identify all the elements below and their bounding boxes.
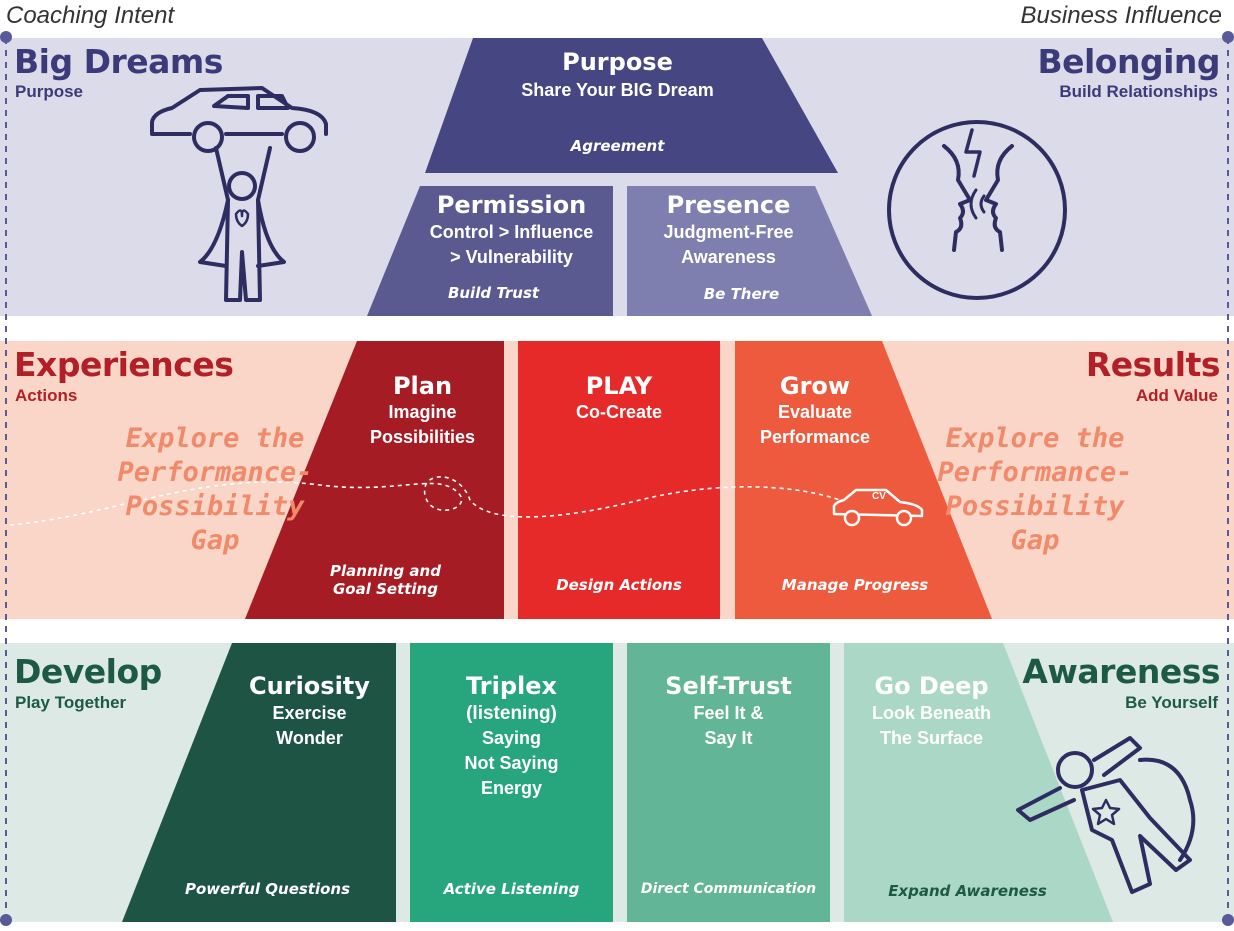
belonging-sub: Build Relationships [1059, 82, 1218, 101]
triplex-title: Triplex [466, 672, 557, 700]
grow-foot: Manage Progress [781, 576, 929, 594]
belonging-title: Belonging [1037, 42, 1220, 81]
gap-text-left: Explore the Performance- Possibility Gap [117, 423, 313, 556]
big-dreams-title: Big Dreams [14, 42, 223, 81]
permission-block [367, 186, 613, 316]
develop-title: Develop [14, 652, 162, 691]
grow-text: Evaluate Performance [759, 402, 871, 447]
plan-title: Plan [392, 372, 453, 400]
self-trust-text: Feel It & Say It [693, 703, 764, 748]
go-deep-title: Go Deep [874, 672, 989, 700]
permission-foot: Build Trust [447, 284, 540, 302]
experiences-sub: Actions [15, 386, 78, 405]
self-trust-title: Self-Trust [665, 672, 792, 700]
triplex-subtitle: (listening) [466, 703, 557, 724]
corner-dot-bottom-right [1222, 914, 1234, 926]
car-cv-icon [832, 488, 924, 527]
awareness-title: Awareness [1022, 652, 1220, 691]
presence-foot: Be There [703, 285, 780, 303]
performance-path [9, 476, 841, 526]
corner-dot-top-left [0, 31, 12, 43]
big-dreams-sub: Purpose [15, 82, 84, 101]
presence-text: Judgment-Free Awareness [663, 222, 794, 267]
experiences-title: Experiences [14, 345, 234, 384]
curiosity-title: Curiosity [249, 672, 370, 700]
coaching-intent-label: Coaching Intent [6, 2, 175, 29]
gap-text-right: Explore the Performance- Possibility Gap [937, 423, 1133, 556]
car-label: CV [872, 491, 886, 502]
curiosity-block [122, 643, 396, 922]
business-influence-label: Business Influence [1020, 2, 1222, 29]
curiosity-text: Exercise Wonder [272, 703, 347, 748]
awareness-sub: Be Yourself [1125, 693, 1218, 712]
play-block [518, 341, 720, 619]
purpose-text: Share Your BIG Dream [521, 80, 714, 100]
play-text: Co-Create [575, 402, 663, 422]
self-trust-block [627, 643, 830, 922]
permission-title: Permission [436, 191, 587, 219]
purpose-block [425, 38, 838, 173]
purpose-foot: Agreement [570, 137, 665, 155]
play-title: PLAY [585, 372, 653, 400]
play-foot: Design Actions [556, 576, 682, 594]
plan-block [245, 341, 504, 619]
plan-text: Imagine Possibilities [369, 402, 476, 447]
permission-text: Control > Influence > Vulnerability [429, 222, 594, 267]
triplex-text: Saying Not Saying Energy [464, 728, 559, 798]
self-trust-foot: Direct Communication [640, 881, 817, 897]
flying-superhero-icon [1016, 736, 1196, 894]
go-deep-block [844, 643, 1113, 922]
go-deep-text: Look Beneath The Surface [871, 703, 991, 748]
results-sub: Add Value [1135, 386, 1218, 405]
grow-title: Grow [779, 372, 851, 400]
go-deep-foot: Expand Awareness [888, 882, 1047, 900]
triplex-foot: Active Listening [443, 880, 580, 898]
triplex-block [410, 643, 613, 922]
develop-sub: Play Together [15, 693, 127, 712]
presence-title: Presence [666, 191, 791, 219]
results-title: Results [1085, 345, 1221, 384]
presence-block [627, 186, 872, 316]
grow-block [735, 341, 992, 619]
plan-foot: Planning and Goal Setting [330, 562, 441, 598]
purpose-title: Purpose [562, 48, 673, 76]
corner-dot-top-right [1222, 31, 1234, 43]
curiosity-foot: Powerful Questions [184, 880, 351, 898]
faces-conflict-icon [887, 120, 1067, 300]
corner-dot-bottom-left [0, 914, 12, 926]
superhero-lifting-car-icon [150, 86, 328, 302]
